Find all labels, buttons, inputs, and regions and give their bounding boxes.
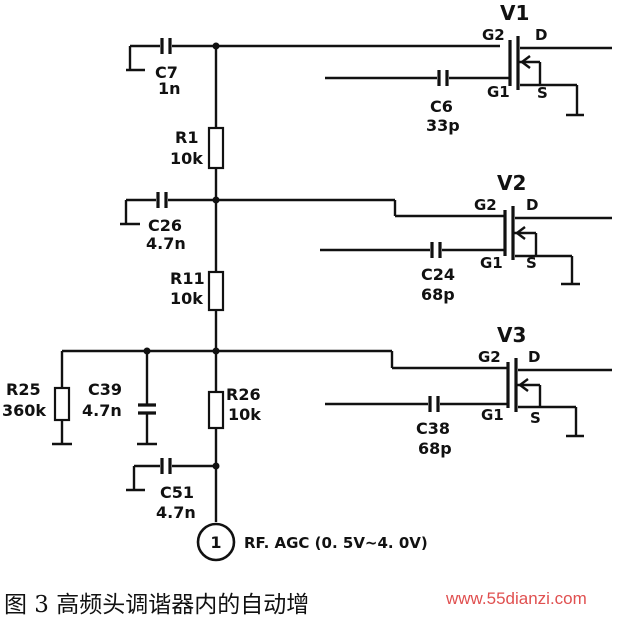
r26-ref: R26 xyxy=(226,385,261,404)
v3-s: S xyxy=(530,409,541,427)
c51-capacitor xyxy=(160,458,172,474)
terminal-circle xyxy=(196,522,236,562)
junction-dots xyxy=(143,42,220,470)
c7-ref: C7 xyxy=(155,63,178,82)
c24-value: 68p xyxy=(421,285,455,304)
row-v3-wires xyxy=(52,349,612,492)
v1-g1: G1 xyxy=(487,83,510,101)
c38-capacitor xyxy=(428,396,440,412)
c39-capacitor xyxy=(138,403,156,415)
v2-s: S xyxy=(526,254,537,272)
c38-ref: C38 xyxy=(416,419,450,438)
c39-value: 4.7n xyxy=(82,401,122,420)
v3-g1: G1 xyxy=(481,406,504,424)
watermark: www.55dianzi.com xyxy=(445,589,587,608)
c6-ref: C6 xyxy=(430,97,453,116)
v3-d: D xyxy=(528,348,540,366)
v1-g2: G2 xyxy=(482,26,505,44)
c7-capacitor xyxy=(160,38,172,54)
figure-caption: 图 3 高频头调谐器内的自动增 xyxy=(4,592,309,618)
c6-capacitor xyxy=(437,70,449,86)
v3-transistor-symbol xyxy=(506,358,542,412)
r26-resistor xyxy=(207,390,225,430)
c38-value: 68p xyxy=(418,439,452,458)
v1-s: S xyxy=(537,84,548,102)
r25-resistor xyxy=(53,386,71,422)
r1-ref: R1 xyxy=(175,128,198,147)
c51-value: 4.7n xyxy=(156,503,196,522)
c26-value: 4.7n xyxy=(146,234,186,253)
r26-value: 10k xyxy=(228,405,261,424)
row-v1-wires xyxy=(126,44,612,117)
c26-ref: C26 xyxy=(148,216,182,235)
v2-g2: G2 xyxy=(474,196,497,214)
v2-name: V2 xyxy=(497,171,526,195)
r1-value: 10k xyxy=(170,149,203,168)
c7-value: 1n xyxy=(158,79,181,98)
c51-ref: C51 xyxy=(160,483,194,502)
r11-ref: R11 xyxy=(170,269,205,288)
v3-g2: G2 xyxy=(478,348,501,366)
row-v2-wires xyxy=(120,198,612,286)
c24-ref: C24 xyxy=(421,265,455,284)
c6-value: 33p xyxy=(426,116,460,135)
terminal-number: 1 xyxy=(210,533,221,552)
r25-ref: R25 xyxy=(6,380,41,399)
r11-value: 10k xyxy=(170,289,203,308)
v1-name: V1 xyxy=(500,1,529,25)
r25-value: 360k xyxy=(2,401,46,420)
v2-d: D xyxy=(526,196,538,214)
v2-transistor-symbol xyxy=(503,206,538,260)
v2-g1: G1 xyxy=(480,254,503,272)
v3-name: V3 xyxy=(497,323,526,347)
terminal-label: RF. AGC (0. 5V~4. 0V) xyxy=(244,534,428,552)
c26-capacitor xyxy=(156,192,168,208)
c39-ref: C39 xyxy=(88,380,122,399)
v1-transistor-symbol xyxy=(508,36,542,90)
c24-capacitor xyxy=(430,242,442,258)
v1-d: D xyxy=(535,26,547,44)
r11-resistor xyxy=(207,270,225,312)
r1-resistor xyxy=(207,126,225,170)
